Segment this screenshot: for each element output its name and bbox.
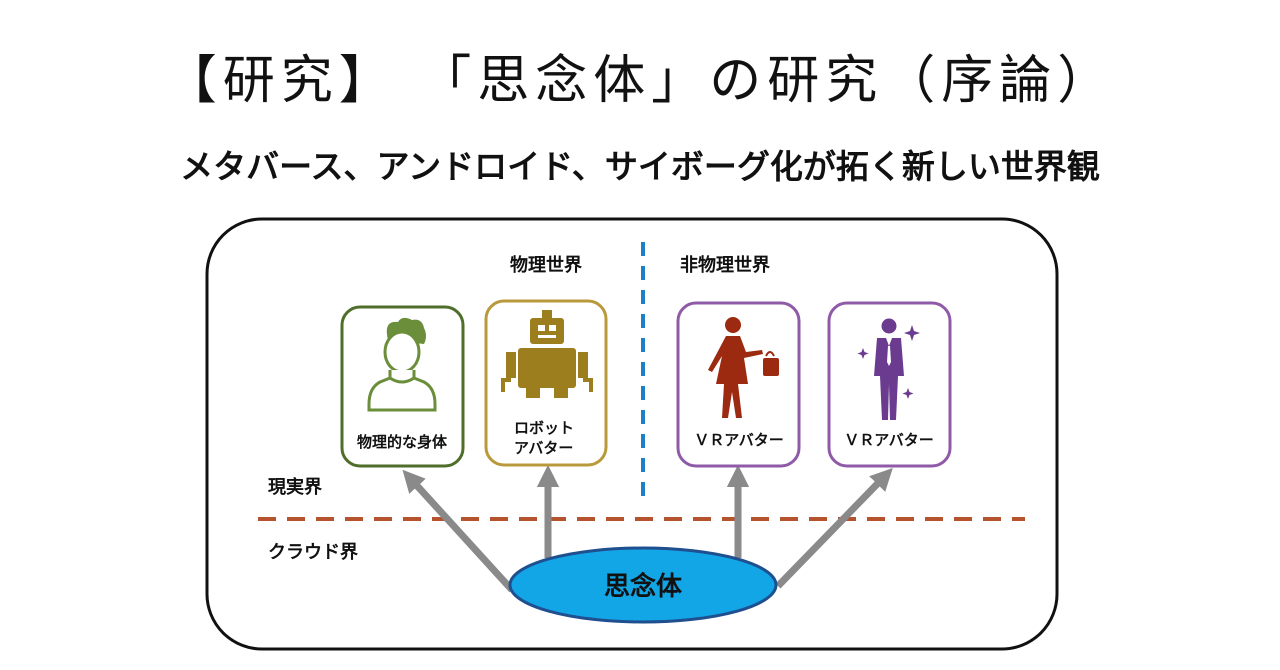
vr-avatar-2-label: ＶＲアバター [844, 431, 933, 449]
vr-avatar-box-1 [676, 301, 801, 468]
robot-avatar-label-line2: アバター [514, 439, 573, 457]
physical-body-label: 物理的な身体 [357, 433, 448, 451]
woman-with-bag-icon [708, 317, 779, 418]
nonphysical-world-label: 非物理世界 [680, 254, 770, 276]
real-world-label: 現実界 [268, 476, 322, 498]
diagram-frame [205, 217, 1059, 651]
cloud-world-label: クラウド界 [268, 542, 358, 563]
robot-icon [501, 310, 593, 398]
page-subtitle: メタバース、アンドロイド、サイボーグ化が拓く新しい世界観 [180, 147, 1100, 186]
page-title: 【研究】 「思念体」の研究（序論） [164, 51, 1116, 111]
person-head-icon [367, 317, 437, 412]
shinentai-ellipse [508, 546, 778, 624]
shinentai-label: 思念体 [604, 571, 683, 602]
vr-avatar-1-label: ＶＲアバター [694, 431, 783, 449]
arrow-to-physical-body [402, 469, 515, 593]
physical-world-label: 物理世界 [510, 254, 582, 276]
arrow-to-vr-avatar-2 [775, 467, 893, 589]
arrows [402, 464, 893, 593]
robot-avatar-label-line1: ロボット [514, 419, 574, 437]
man-in-suit-icon [857, 318, 920, 420]
